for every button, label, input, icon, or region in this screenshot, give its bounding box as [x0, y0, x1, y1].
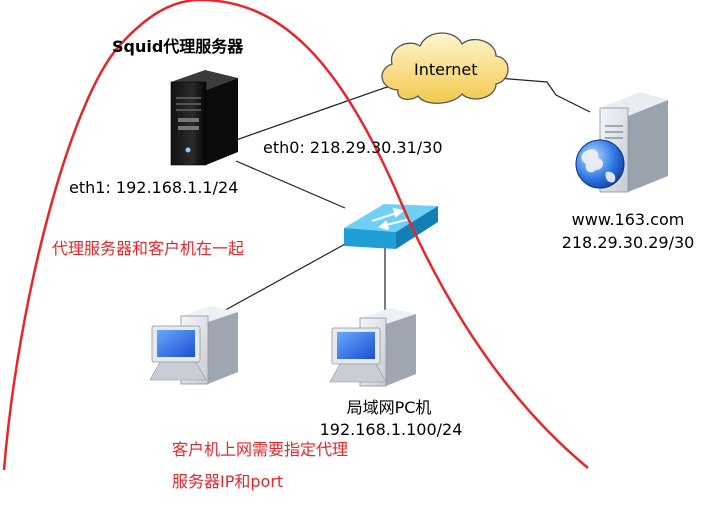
web-server-ip: 218.29.30.29/30	[561, 233, 695, 252]
link-server-to-switch	[235, 160, 346, 209]
boundary-arc	[2, 0, 589, 471]
web-server-icon	[575, 92, 668, 193]
client-pc-left-icon	[149, 306, 238, 385]
eth0-label: eth0: 218.29.30.31/30	[263, 138, 443, 157]
eth1-label: eth1: 192.168.1.1/24	[69, 178, 239, 197]
note-same-place: 代理服务器和客户机在一起	[52, 239, 245, 258]
network-links	[219, 77, 591, 317]
link-internet-to-webserver	[496, 77, 591, 113]
link-switch-to-pc-left	[219, 242, 348, 314]
proxy-server-title: Squid代理服务器	[112, 37, 244, 56]
lan-pc-name: 局域网PC机	[346, 398, 432, 417]
internet-cloud-icon	[381, 32, 509, 104]
link-server-to-internet	[235, 83, 400, 141]
network-switch-icon	[344, 204, 438, 249]
lan-pc-ip: 192.168.1.100/24	[319, 420, 463, 439]
web-server-host: www.163.com	[571, 210, 685, 229]
internet-label: Internet	[414, 60, 478, 79]
client-pc-right-icon	[329, 308, 416, 387]
note-client-line2: 服务器IP和port	[172, 472, 284, 491]
note-client-line1: 客户机上网需要指定代理	[172, 440, 349, 459]
proxy-server-icon	[170, 70, 238, 166]
